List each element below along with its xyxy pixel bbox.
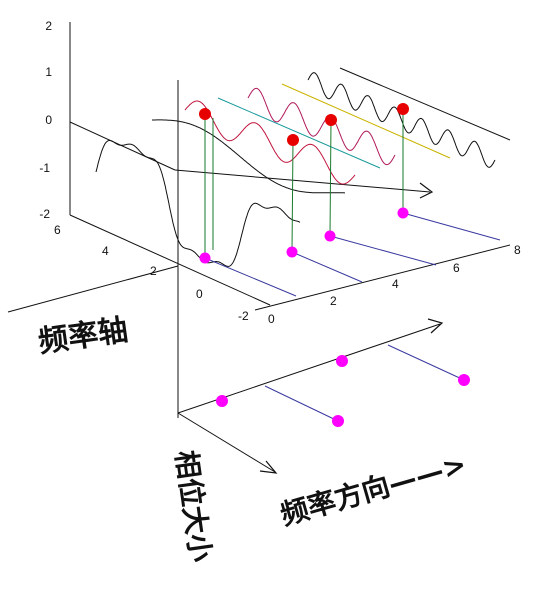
composite-wave bbox=[95, 139, 301, 267]
depth-tick-label: 2 bbox=[150, 264, 157, 278]
lower-phase-point bbox=[216, 395, 228, 407]
arrow-head-icon bbox=[259, 182, 444, 474]
wave-group bbox=[95, 72, 496, 267]
zero-plane-line bbox=[69, 121, 176, 171]
lower-phase-point bbox=[336, 355, 348, 367]
frequency-points bbox=[199, 207, 409, 264]
phase-line bbox=[329, 235, 437, 266]
phase-line bbox=[204, 257, 297, 297]
depth-tick-labels: 6 4 2 0 -2 bbox=[54, 223, 249, 323]
lower-phase-point bbox=[458, 374, 470, 386]
frequency-point bbox=[324, 230, 336, 242]
phase-axis-label: 相位大小 bbox=[169, 448, 217, 564]
freq-axis-3d bbox=[174, 169, 431, 193]
frequency-point bbox=[397, 207, 409, 219]
depth-tick-label: -2 bbox=[238, 309, 249, 323]
lower-phase-point bbox=[332, 415, 344, 427]
lower-phase-lines bbox=[264, 344, 465, 422]
depth-tick-label: 0 bbox=[196, 287, 203, 301]
axis-frame bbox=[7, 22, 511, 473]
amplitude-point bbox=[199, 108, 211, 120]
sine-wave-4 bbox=[307, 72, 496, 168]
amplitude-point bbox=[325, 114, 337, 126]
vertical-tick-label: 0 bbox=[45, 113, 52, 127]
phase-line bbox=[291, 251, 363, 283]
sine-wave-1 bbox=[152, 119, 345, 194]
sine-wave-3 bbox=[247, 87, 396, 166]
horizontal-tick-label: 4 bbox=[392, 277, 399, 291]
horizontal-tick-label: 6 bbox=[453, 261, 460, 275]
back-right-line bbox=[339, 67, 511, 141]
amplitude-stem bbox=[291, 139, 294, 253]
horizontal-bottom-axis bbox=[254, 244, 511, 311]
lower-phase-line bbox=[264, 385, 339, 422]
amplitude-points bbox=[199, 103, 409, 146]
vertical-tick-label: -2 bbox=[39, 207, 50, 221]
left-axis-label: 频率轴 bbox=[36, 313, 130, 360]
baseline-teal bbox=[217, 97, 381, 169]
vertical-tick-label: 2 bbox=[45, 19, 52, 33]
depth-tick-label: 6 bbox=[54, 223, 61, 237]
baseline-yellow bbox=[281, 83, 451, 159]
horizontal-tick-labels: 0 2 4 6 8 bbox=[268, 243, 521, 326]
amplitude-point bbox=[397, 103, 409, 115]
phase-line bbox=[402, 212, 501, 241]
vertical-tick-labels: 2 1 0 -1 -2 bbox=[39, 19, 52, 221]
vertical-tick-label: 1 bbox=[45, 65, 52, 79]
phase-lines bbox=[204, 212, 501, 297]
amplitude-point bbox=[287, 134, 299, 146]
frequency-point bbox=[286, 246, 298, 258]
lower-phase-points bbox=[216, 355, 470, 427]
horizontal-tick-label: 2 bbox=[330, 294, 337, 308]
freq-direction-label: 频率方向——> bbox=[277, 447, 470, 531]
phase-axis-arrow-line bbox=[177, 412, 276, 473]
depth-axis-line bbox=[69, 214, 271, 306]
horizontal-tick-label: 0 bbox=[268, 312, 275, 326]
frequency-point bbox=[199, 252, 211, 264]
lower-phase-line bbox=[387, 344, 465, 381]
amplitude-stems bbox=[204, 109, 404, 258]
left-frequency-axis bbox=[7, 265, 179, 313]
depth-tick-label: 4 bbox=[102, 244, 109, 258]
horizontal-tick-label: 8 bbox=[514, 243, 521, 257]
amplitude-stem bbox=[329, 119, 332, 237]
vertical-tick-label: -1 bbox=[39, 161, 50, 175]
